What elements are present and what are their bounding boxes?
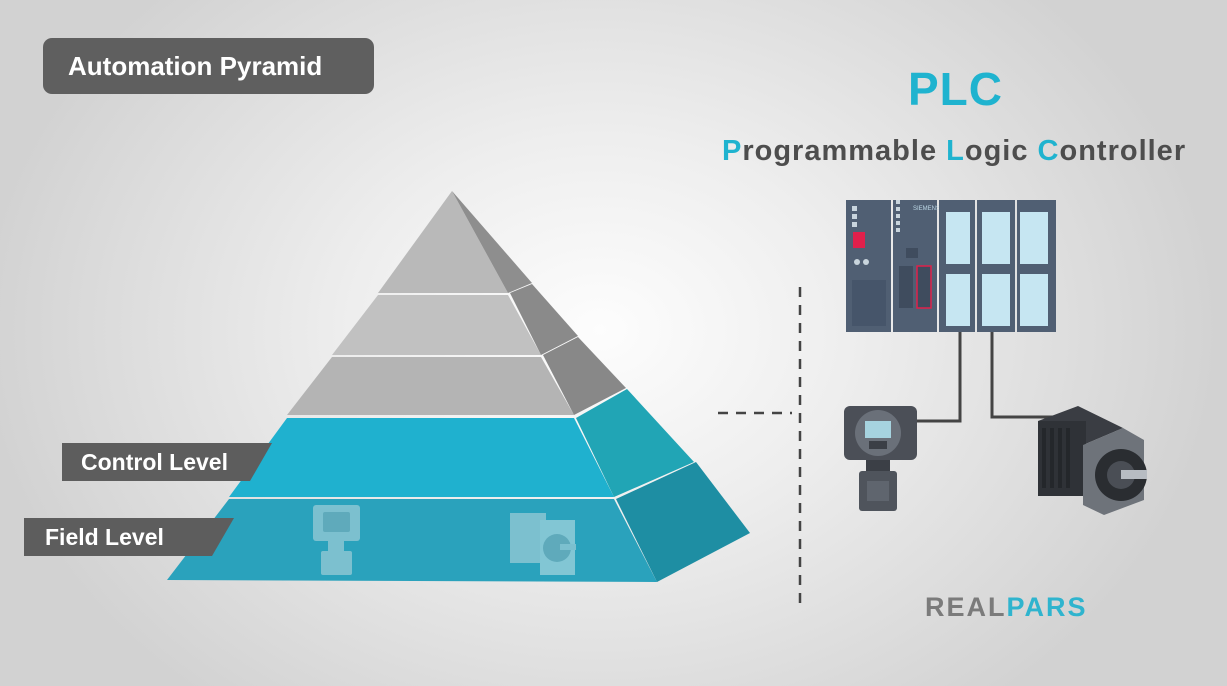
plc-letter-p: P — [722, 135, 743, 167]
motor-shaft — [1121, 470, 1147, 479]
field-transmitter — [844, 406, 917, 511]
plc-letter-c: C — [1037, 135, 1060, 167]
plc-brand-label: SIEMENS — [913, 206, 940, 212]
pyramid-transmitter-icon — [313, 505, 360, 575]
field-level-text: Field Level — [45, 524, 164, 550]
plc-expansion: Programmable Logic Controller — [722, 135, 1186, 168]
pyramid-top-side — [452, 191, 532, 293]
dashed-separator — [718, 287, 802, 603]
field-level-label: Field Level — [24, 518, 234, 556]
plc-acronym: PLC — [908, 63, 1003, 115]
plc-rack: SIEMENS — [846, 200, 1056, 332]
plc-word-controller: ontroller — [1059, 135, 1187, 167]
control-level-label: Control Level — [62, 443, 272, 481]
plc-word-programmable: rogrammable — [742, 135, 947, 167]
pyramid-level3-side — [510, 284, 578, 355]
plc-word-logic: ogic — [964, 135, 1038, 167]
plc-power-indicator — [853, 232, 865, 248]
plc-wiring — [917, 332, 1055, 423]
automation-pyramid — [167, 191, 750, 582]
pyramid-level2-front — [287, 357, 574, 415]
pyramid-field-level-side — [616, 462, 750, 582]
transmitter-display — [865, 421, 891, 438]
pyramid-motor-icon — [510, 513, 576, 575]
pyramid-level3-front — [332, 295, 541, 355]
pyramid-title-badge: Automation Pyramid — [43, 38, 374, 94]
pyramid-level2-side — [543, 337, 626, 415]
pyramid-top-front — [378, 191, 508, 293]
plc-letter-l: L — [946, 135, 965, 167]
page-title: Automation Pyramid — [68, 51, 323, 81]
pyramid-control-level-side — [576, 389, 694, 497]
pyramid-field-level-front — [167, 499, 657, 582]
brand-part1: REAL — [925, 592, 1007, 622]
field-motor — [1038, 406, 1147, 515]
brand-part2: PARS — [1006, 592, 1088, 622]
control-level-text: Control Level — [81, 449, 228, 475]
realpars-logo: REALPARS — [925, 592, 1088, 623]
pyramid-control-level-front — [229, 418, 614, 497]
